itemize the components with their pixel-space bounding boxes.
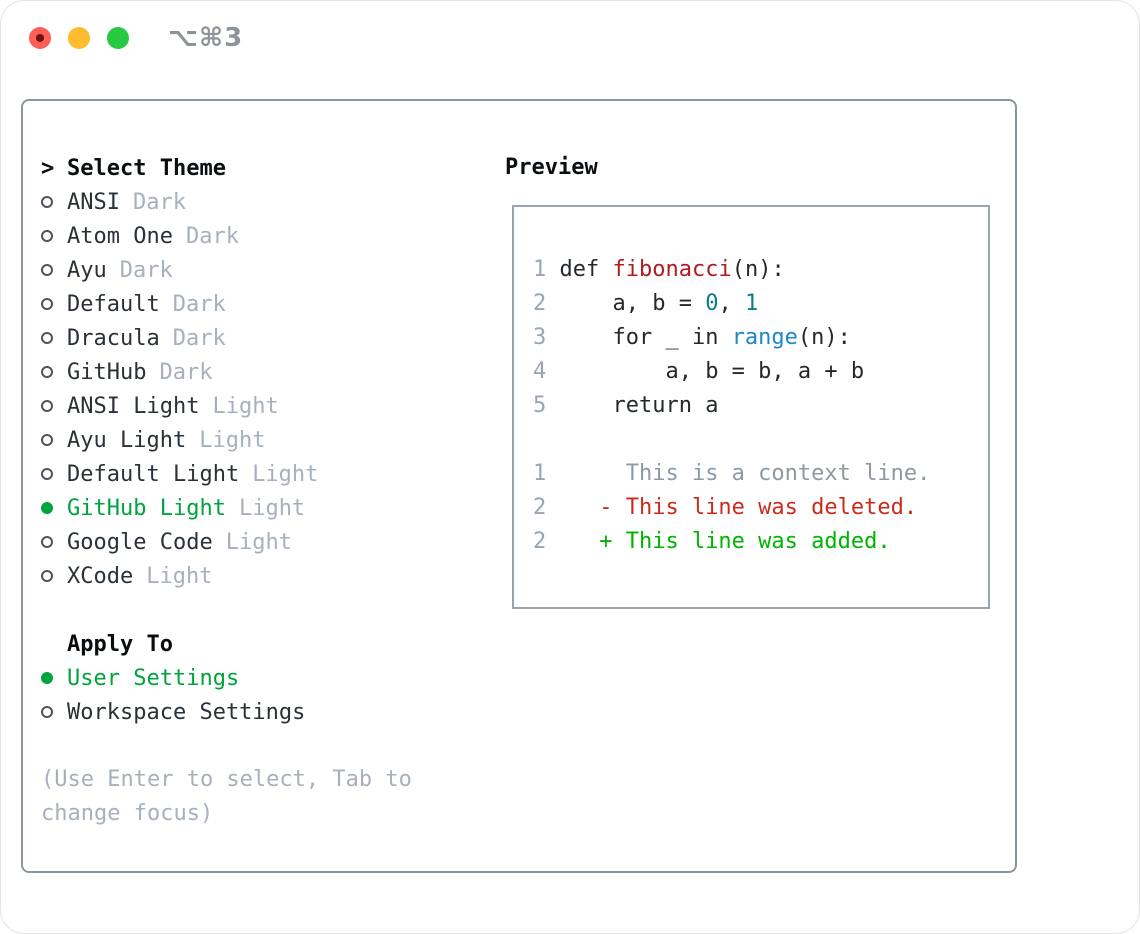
diff-deleted-line: 2 - This line was deleted. [533,495,918,520]
radio-unselected-icon [41,332,67,344]
theme-variant: Light [238,495,306,521]
close-button[interactable] [29,27,51,49]
cursor-icon: > [41,155,55,181]
radio-unselected-icon [41,230,67,242]
theme-option-github-light[interactable]: GitHub Light Light [41,491,477,525]
theme-selector-panel: > Select Theme ANSI Dark Atom One Dark A… [21,99,1017,873]
radio-selected-icon [41,502,67,514]
apply-option-label: User Settings [67,665,240,691]
theme-variant: Dark [159,359,213,385]
radio-unselected-icon [41,536,67,548]
select-theme-header: > Select Theme [41,151,477,185]
code-line: 1 def fibonacci(n): [533,257,785,282]
theme-option-ansi-dark[interactable]: ANSI Dark [41,185,477,219]
menu-title: Select Theme [67,155,226,181]
diff-added-line: 2 + This line was added. [533,529,891,554]
theme-option-default-light[interactable]: Default Light Light [41,457,477,491]
radio-unselected-icon [41,706,67,718]
theme-menu: > Select Theme ANSI Dark Atom One Dark A… [41,151,477,831]
theme-name: Default [67,291,160,317]
radio-unselected-icon [41,366,67,378]
apply-to-header: Apply To [41,627,477,661]
radio-unselected-icon [41,264,67,276]
theme-option-google-code[interactable]: Google Code Light [41,525,477,559]
theme-variant: Light [252,461,319,487]
code-line: 5 return a [533,393,719,418]
title-bar: ⌥⌘3 [1,1,1139,75]
theme-variant: Light [225,529,292,555]
preview-title: Preview [505,155,598,180]
zoom-button[interactable] [107,27,129,49]
theme-name: Ayu Light [67,427,187,453]
theme-option-dracula-dark[interactable]: Dracula Dark [41,321,477,355]
theme-name: Dracula [67,325,160,351]
radio-unselected-icon [41,468,67,480]
theme-name: Atom One [67,223,173,249]
theme-name: XCode [67,563,134,589]
theme-preview-box: 1 def fibonacci(n): 2 a, b = 0, 1 3 for … [512,205,990,609]
code-line: 3 for _ in range(n): [533,325,851,350]
theme-variant: Dark [132,189,186,215]
theme-name: Default Light [67,461,240,487]
theme-option-ayu-dark[interactable]: Ayu Dark [41,253,477,287]
apply-option-user-settings[interactable]: User Settings [41,661,477,695]
theme-option-github-dark[interactable]: GitHub Dark [41,355,477,389]
radio-unselected-icon [41,400,67,412]
spacer [41,593,477,627]
keyboard-hint: (Use Enter to select, Tab to change focu… [41,767,412,826]
blank-line [533,423,988,457]
minimize-button[interactable] [68,27,90,49]
theme-variant: Light [212,393,279,419]
apply-option-label: Workspace Settings [67,699,306,725]
theme-name: GitHub [67,359,147,385]
diff-context-line: 1 This is a context line. [533,461,931,486]
theme-option-ansi-light[interactable]: ANSI Light Light [41,389,477,423]
theme-variant: Dark [172,325,226,351]
code-line: 2 a, b = 0, 1 [533,291,759,316]
radio-selected-icon [41,672,67,684]
theme-name: GitHub Light [67,495,226,521]
apply-to-title: Apply To [67,631,173,657]
theme-variant: Light [146,563,213,589]
theme-name: ANSI [67,189,120,215]
theme-variant: Dark [119,257,173,283]
theme-option-xcode[interactable]: XCode Light [41,559,477,593]
theme-option-ayu-light[interactable]: Ayu Light Light [41,423,477,457]
radio-unselected-icon [41,298,67,310]
theme-option-atom-one-dark[interactable]: Atom One Dark [41,219,477,253]
theme-variant: Dark [172,291,226,317]
code-preview: 1 def fibonacci(n): 2 a, b = 0, 1 3 for … [514,207,988,559]
radio-unselected-icon [41,196,67,208]
apply-option-workspace-settings[interactable]: Workspace Settings [41,695,477,729]
radio-unselected-icon [41,434,67,446]
code-line: 4 a, b = b, a + b [533,359,865,384]
theme-option-default-dark[interactable]: Default Dark [41,287,477,321]
theme-variant: Dark [185,223,239,249]
theme-name: Google Code [67,529,213,555]
theme-name: Ayu [67,257,107,283]
radio-unselected-icon [41,570,67,582]
theme-name: ANSI Light [67,393,200,419]
theme-variant: Light [199,427,266,453]
window-title: ⌥⌘3 [168,23,244,53]
